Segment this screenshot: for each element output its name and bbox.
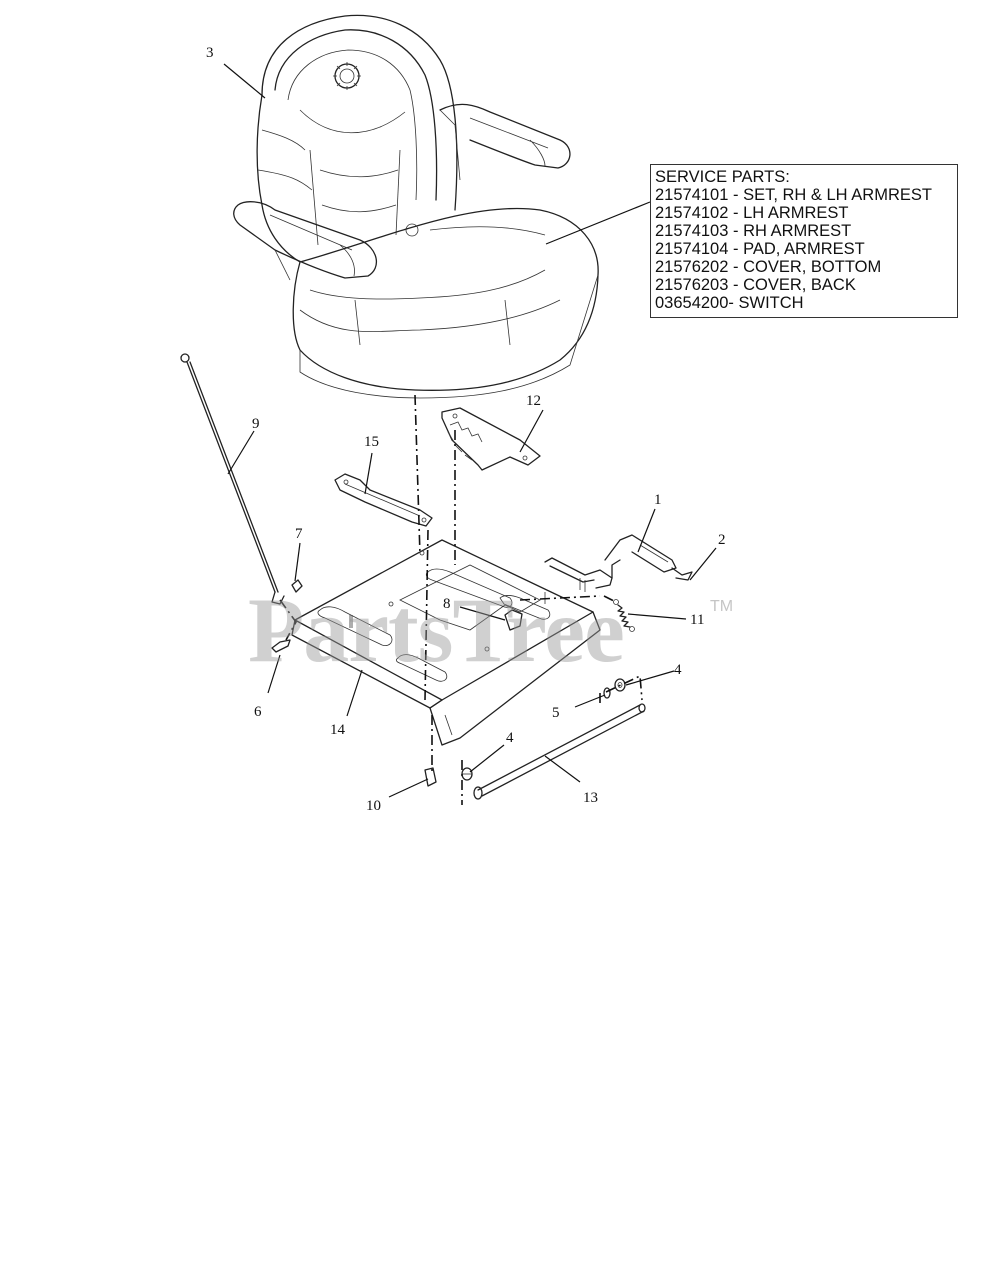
callout-14: 14 (330, 722, 346, 738)
slide-rail (334, 473, 433, 527)
watermark-tm: TM (710, 598, 734, 615)
callout-13: 13 (583, 790, 598, 806)
callout-numbers: 3 12 15 9 7 1 2 8 11 4 5 6 14 4 10 13 (206, 45, 726, 814)
service-parts-box: SERVICE PARTS: 21574101 - SET, RH & LH A… (650, 164, 958, 318)
callout-6: 6 (254, 704, 262, 720)
callout-10: 10 (366, 798, 381, 814)
callout-3: 3 (206, 45, 214, 61)
callout-12: 12 (526, 393, 541, 409)
callout-1: 1 (654, 492, 662, 508)
hardware-clip-5 (603, 687, 611, 699)
hardware-stud-8 (504, 609, 523, 631)
slide-rail-bracket (441, 407, 541, 471)
seat-adjust-rod (180, 353, 285, 605)
hardware-bolt-10 (424, 767, 437, 787)
callout-15: 15 (364, 434, 379, 450)
callout-2: 2 (718, 532, 726, 548)
center-lines (279, 394, 643, 805)
leader-lines (223, 63, 717, 798)
seat-plate (291, 539, 601, 746)
hardware-nut-4b (461, 767, 473, 781)
service-part-item: 21576203 - COVER, BACK (655, 276, 856, 294)
pivot-shaft (473, 703, 646, 800)
hardware-pin-6 (271, 639, 291, 653)
callout-9: 9 (252, 416, 260, 432)
hardware-clip-7 (291, 579, 303, 593)
seat-logo-icon (333, 62, 361, 90)
spring (613, 599, 635, 632)
callout-8: 8 (443, 596, 451, 612)
callout-7: 7 (295, 526, 303, 542)
watermark: PartsTree (248, 579, 625, 681)
callout-11: 11 (690, 612, 704, 628)
service-part-item: 21574101 - SET, RH & LH ARMREST (655, 186, 932, 204)
service-part-item: 21574102 - LH ARMREST (655, 204, 849, 222)
seat-illustration (233, 14, 599, 399)
service-part-item: 21576202 - COVER, BOTTOM (655, 258, 882, 276)
service-part-item: 21574104 - PAD, ARMREST (655, 240, 865, 258)
callout-4a: 4 (674, 662, 682, 678)
hardware-washer-4a (614, 678, 626, 692)
callout-4b: 4 (506, 730, 514, 746)
service-part-item: 03654200- SWITCH (655, 294, 804, 312)
callout-5: 5 (552, 705, 560, 721)
service-part-item: 21574103 - RH ARMREST (655, 222, 852, 240)
adjust-handle (544, 534, 693, 592)
service-parts-heading: SERVICE PARTS: (655, 168, 790, 186)
